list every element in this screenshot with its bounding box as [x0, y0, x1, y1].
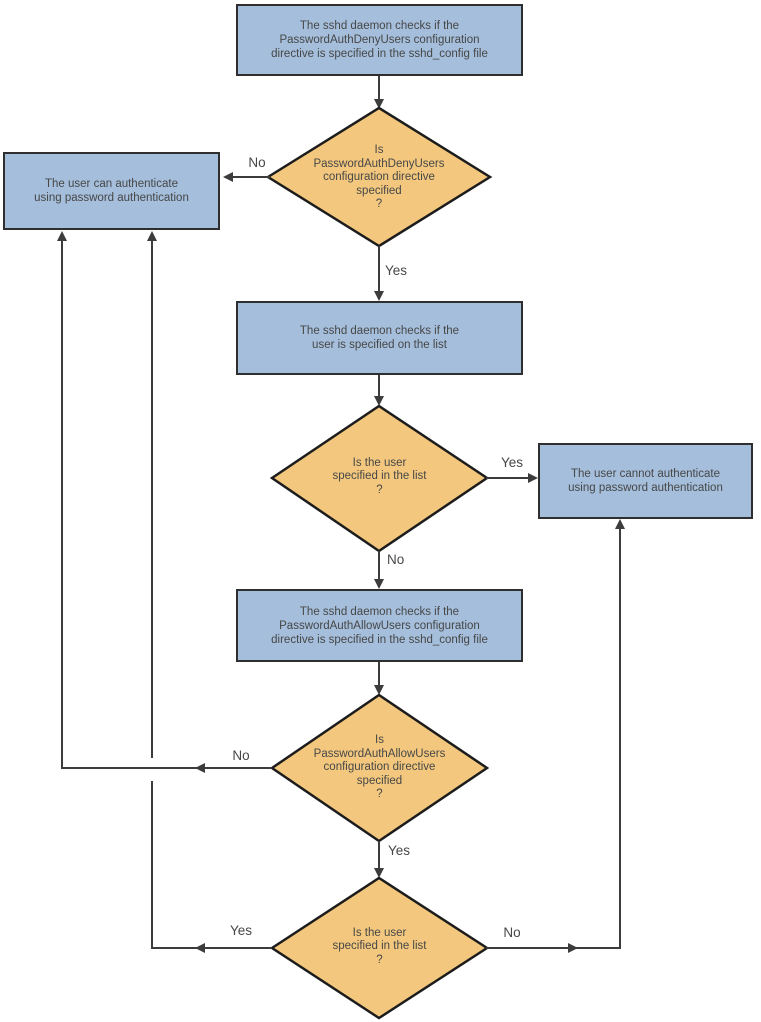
- edge-label-allow-no: No: [232, 748, 250, 763]
- list-check-box: The sshd daemon checks if the user is sp…: [236, 301, 523, 375]
- arrowhead-up-icon: [57, 231, 67, 241]
- arrowhead-down-icon: [374, 868, 384, 878]
- arrowhead-left-icon: [223, 172, 233, 182]
- edge-label-list2-no: No: [503, 925, 521, 940]
- arrowhead-down-icon: [374, 685, 384, 695]
- arrowhead-left-icon: [195, 763, 205, 773]
- edge-label-deny-yes: Yes: [385, 263, 408, 278]
- deny-check-box: The sshd daemon checks if the PasswordAu…: [236, 4, 523, 76]
- connector-list2-yes: [151, 781, 272, 949]
- user-list-decision-2-shape: [269, 876, 490, 1020]
- arrowhead-up-icon: [615, 519, 625, 529]
- allow-check-box: The sshd daemon checks if the PasswordAu…: [236, 589, 523, 662]
- arrowhead-down-icon: [374, 579, 384, 589]
- arrowhead-down-icon: [374, 99, 384, 109]
- arrowhead-right-icon: [568, 943, 578, 953]
- allow-decision-shape: [269, 693, 490, 843]
- edge-label-list1-yes: Yes: [500, 455, 524, 470]
- edge-label-list2-yes: Yes: [229, 923, 253, 938]
- arrowhead-up-icon: [147, 231, 157, 241]
- arrowhead-left-icon: [195, 943, 205, 953]
- deny-decision-shape: [265, 106, 493, 248]
- cannot-auth-box: The user cannot authenticate using passw…: [538, 443, 753, 519]
- user-list-decision-1-shape: [269, 404, 490, 553]
- edge-label-allow-yes: Yes: [388, 843, 411, 858]
- arrowhead-down-icon: [374, 291, 384, 301]
- connector-list2-no: [486, 529, 621, 949]
- edge-label-deny-no: No: [248, 155, 266, 170]
- arrowhead-down-icon: [374, 396, 384, 406]
- arrowhead-right-icon: [528, 473, 538, 483]
- edge-label-list1-no: No: [387, 552, 405, 567]
- can-auth-box: The user can authenticate using password…: [3, 152, 220, 230]
